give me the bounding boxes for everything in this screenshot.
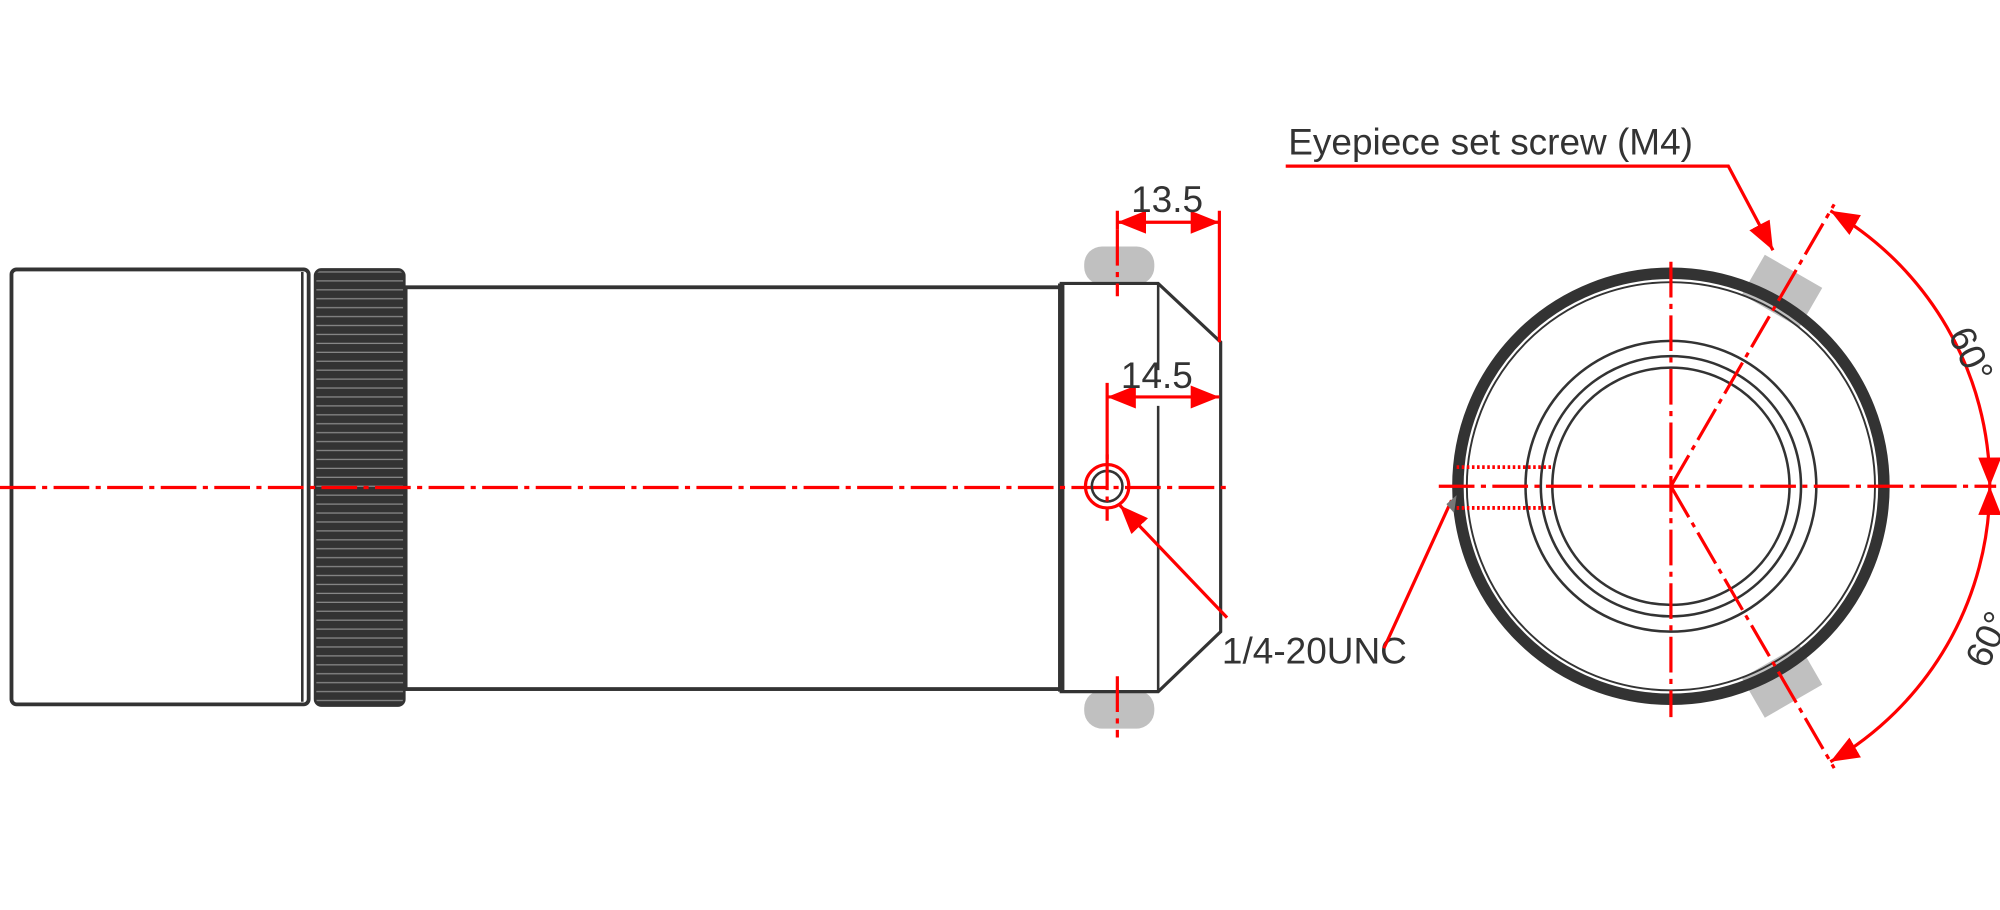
dimension-13-5: 13.5 bbox=[1131, 179, 1203, 220]
dimension-14-5: 14.5 bbox=[1121, 355, 1193, 396]
set-screw-bottom bbox=[1084, 690, 1155, 729]
thread-label: 1/4-20UNC bbox=[1222, 631, 1407, 672]
set-screw-label: Eyepiece set screw (M4) bbox=[1288, 122, 1693, 163]
angle-arc-lower bbox=[1829, 486, 2000, 764]
end-view: 60° 60° Eyepiece set screw (M4) bbox=[1285, 122, 2000, 769]
side-view: 13.5 14.5 1/4-20UNC bbox=[0, 179, 1407, 738]
angle-arc-upper bbox=[1829, 209, 2000, 487]
set-screw-top bbox=[1084, 246, 1155, 285]
